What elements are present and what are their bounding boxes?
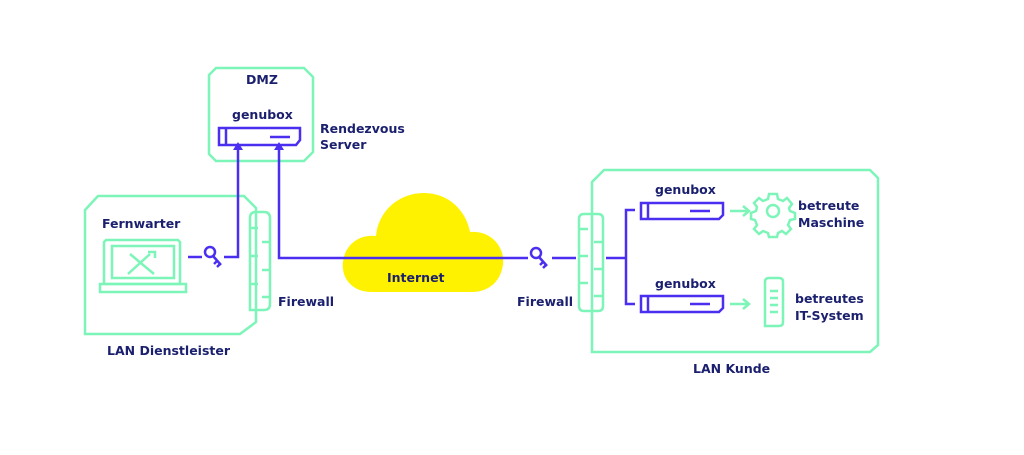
machine-label-line1: betreute — [798, 198, 860, 213]
customer-genubox-1-icon — [639, 201, 725, 221]
rendezvous-server-label-line2: Server — [320, 137, 367, 152]
laptop-tools-icon — [98, 238, 188, 294]
internet-cloud-icon — [342, 193, 504, 292]
firewall-right-label: Firewall — [517, 294, 574, 309]
rendezvous-genubox-label: genubox — [232, 107, 293, 122]
lan-provider-title: LAN Dienstleister — [107, 343, 231, 358]
lan-customer-zone-outline — [590, 168, 880, 354]
fernwarter-label: Fernwarter — [102, 216, 181, 231]
internet-label: Internet — [387, 270, 445, 285]
it-system-label-line2: IT-System — [795, 308, 864, 323]
dmz-title: DMZ — [246, 72, 278, 87]
rendezvous-server-label-line1: Rendezvous — [320, 121, 405, 136]
customer-genubox-2-label: genubox — [655, 276, 716, 291]
key-icon — [203, 245, 222, 268]
lan-customer-title: LAN Kunde — [693, 361, 771, 376]
gear-icon — [749, 192, 797, 239]
arrow-right-icon — [730, 205, 751, 310]
lan-provider-zone-outline — [83, 194, 258, 336]
firewall-right-icon — [577, 212, 605, 313]
firewall-left-label: Firewall — [278, 294, 335, 309]
document-server-icon — [763, 276, 785, 328]
key-icon — [529, 246, 548, 269]
rendezvous-genubox-icon — [217, 126, 302, 147]
machine-label-line2: Maschine — [798, 215, 865, 230]
customer-genubox-1-label: genubox — [655, 182, 716, 197]
dmz-zone-outline — [207, 66, 315, 163]
firewall-left-icon — [248, 210, 272, 312]
links — [188, 148, 635, 306]
it-system-label-line1: betreutes — [795, 291, 864, 306]
customer-genubox-2-icon — [639, 294, 725, 314]
